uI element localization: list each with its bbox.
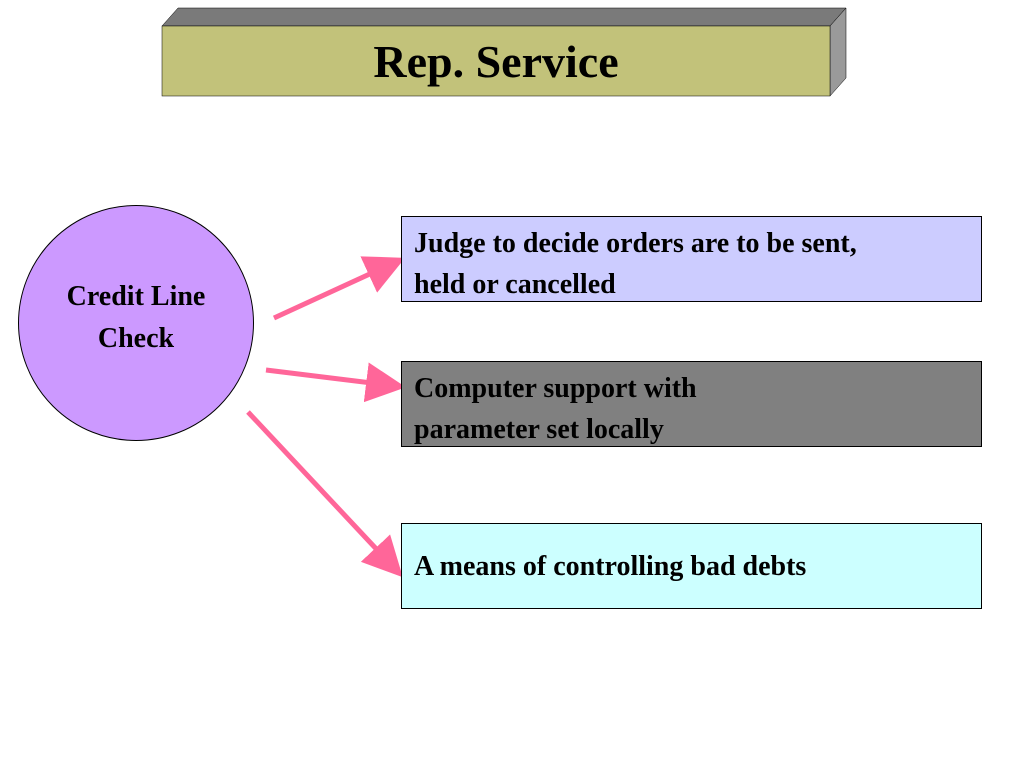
title-banner: Rep. Service [0,0,1024,110]
bad-debts-label: A means of controlling bad debts [414,550,807,582]
bad-debts-box: A means of controlling bad debts [401,523,982,609]
arrow-to-box-1 [272,256,406,321]
judge-orders-box: Judge to decide orders are to be sent, h… [401,216,982,302]
arrow-to-box-3 [246,410,403,578]
computer-support-box: Computer support with parameter set loca… [401,361,982,447]
page-title: Rep. Service [373,35,619,87]
title-front-face [161,25,831,97]
arrow-to-box-2 [265,362,406,403]
credit-line-check-node: Credit Line Check [18,205,254,441]
title-3d-frame [161,7,847,97]
credit-line-check-label: Credit Line Check [66,281,206,354]
